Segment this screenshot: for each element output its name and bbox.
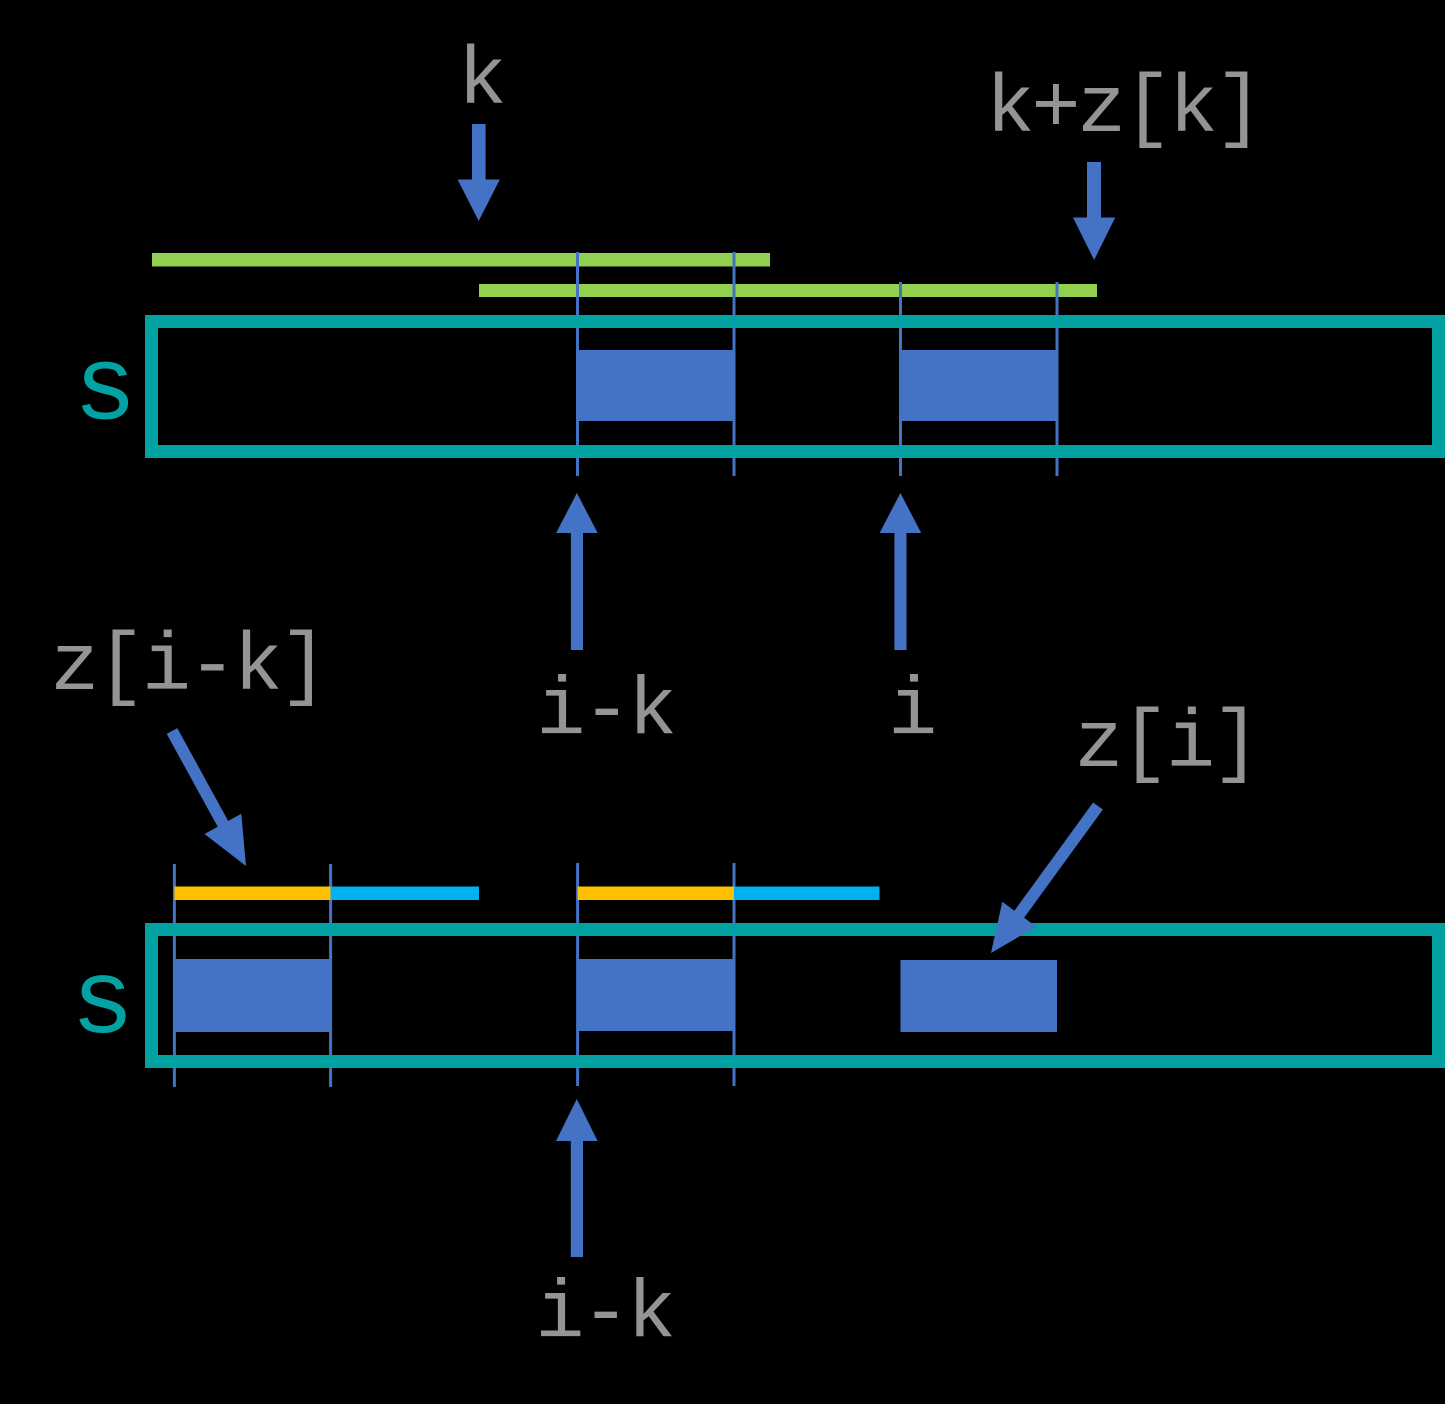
svg-text:k+z[k]: k+z[k] [986,63,1261,156]
svg-text:i-k: i-k [536,666,674,759]
svg-text:i-k: i-k [535,1269,673,1362]
svg-text:i: i [888,666,934,759]
svg-text:s: s [73,330,137,450]
svg-text:z[i]: z[i] [1074,698,1257,791]
svg-text:s: s [71,944,135,1064]
svg-text:z[i-k]: z[i-k] [50,621,325,714]
svg-text:k: k [458,35,504,128]
